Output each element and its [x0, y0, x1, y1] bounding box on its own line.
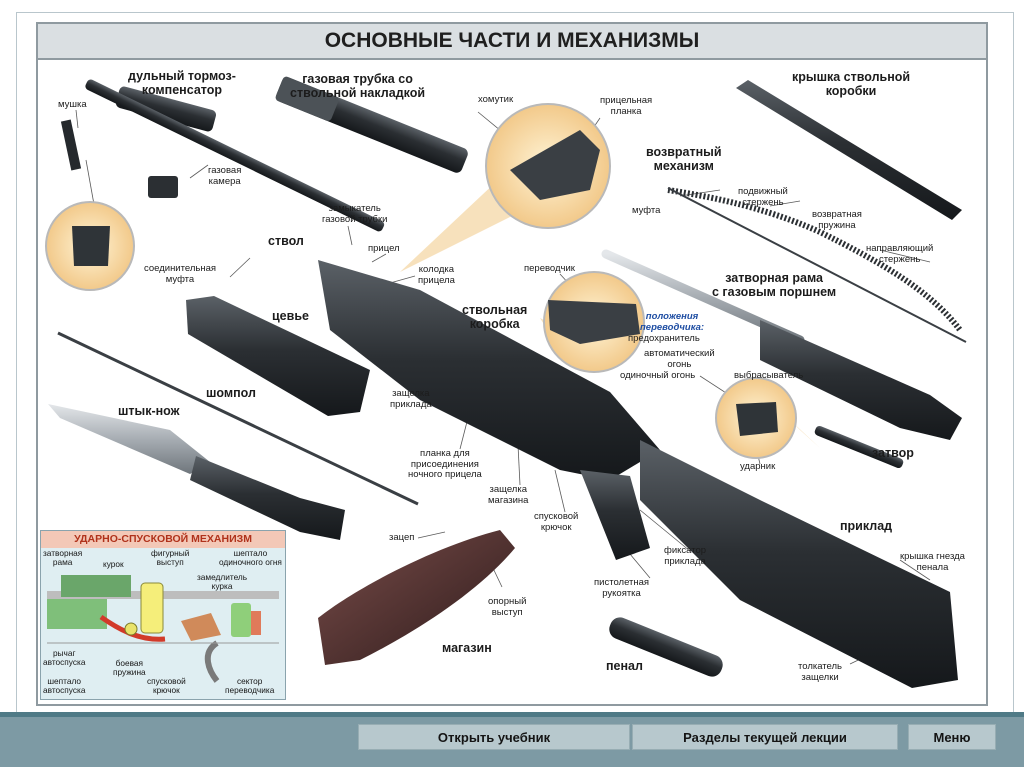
- label-barrel: ствол: [268, 234, 304, 248]
- menu-button[interactable]: Меню: [908, 724, 996, 750]
- label-bayonet: штык-нож: [118, 404, 180, 418]
- label-selector: переводчик: [524, 263, 575, 274]
- trigger-mechanism-diagram: [47, 575, 279, 683]
- label-handguard: цевье: [272, 309, 309, 323]
- lecture-sections-button[interactable]: Разделы текущей лекции: [632, 724, 898, 750]
- label-extractor: выбрасыватель: [734, 370, 804, 381]
- label-bolt: затвор: [872, 446, 914, 460]
- label-magazine: магазин: [442, 641, 492, 655]
- label-front-sight: мушка: [58, 99, 87, 110]
- label-hook: зацеп: [389, 532, 415, 543]
- label-cleaning-rod: шомпол: [206, 386, 256, 400]
- label-clamp: хомутик: [478, 94, 514, 105]
- open-textbook-button[interactable]: Открыть учебник: [358, 724, 630, 750]
- label-stock: приклад: [840, 519, 893, 533]
- label-safety: предохранитель: [628, 333, 700, 344]
- bottom-nav-stripe: [0, 712, 1024, 717]
- trigger-mechanism-title: УДАРНО-СПУСКОВОЙ МЕХАНИЗМ: [41, 531, 285, 548]
- label-muzzle-brake: дульный тормоз-компенсатор: [128, 69, 236, 97]
- rifle-illustration: [45, 76, 967, 688]
- label-coupling: муфта: [632, 205, 661, 216]
- label-single-fire: одиночный огонь: [620, 370, 696, 381]
- usm-label-hammer: курок: [103, 559, 124, 569]
- label-firing-pin: ударник: [740, 461, 776, 472]
- label-rear-sight: прицел: [368, 243, 400, 254]
- label-cleaning-kit: пенал: [606, 659, 643, 673]
- poster-title: ОСНОВНЫЕ ЧАСТИ И МЕХАНИЗМЫ: [38, 24, 986, 60]
